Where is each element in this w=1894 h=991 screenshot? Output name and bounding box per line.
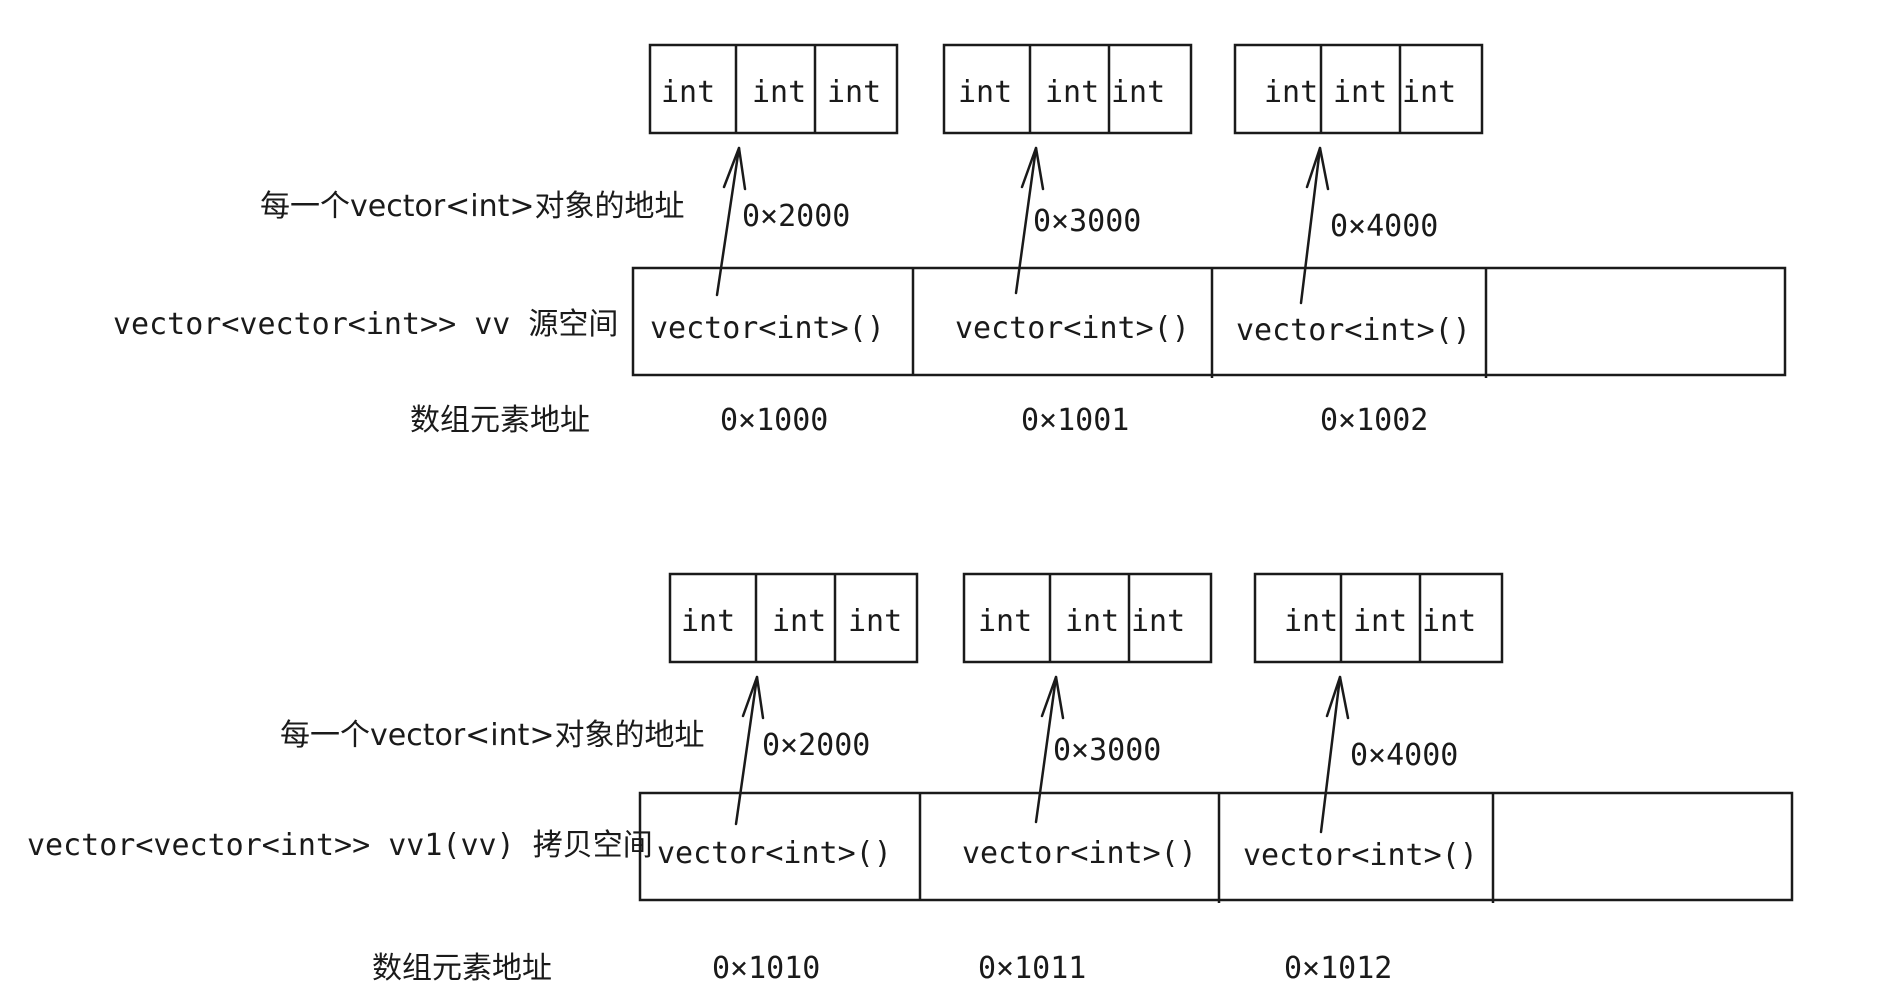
- int-cell: int: [1422, 604, 1476, 639]
- pointer-address: 0×2000: [762, 728, 870, 763]
- element-cell: vector<int>(): [1243, 838, 1478, 873]
- index-label: 数组元素地址: [410, 403, 590, 438]
- pointer-label: 每一个vector<int>对象的地址: [260, 189, 685, 224]
- int-group-box: [1253, 572, 1504, 664]
- arrow-icon: [1299, 146, 1330, 305]
- pointer-label: 每一个vector<int>对象的地址: [280, 718, 705, 753]
- element-cell: vector<int>(): [657, 836, 892, 871]
- pointer-address: 0×4000: [1330, 209, 1438, 244]
- pointer-address: 0×2000: [742, 199, 850, 234]
- element-address: 0×1002: [1320, 403, 1428, 438]
- int-group-box: [1233, 43, 1484, 135]
- int-cell: int: [661, 75, 715, 110]
- row-label: vector<vector<int>> vv 源空间: [113, 307, 618, 342]
- arrow-icon: [1034, 675, 1065, 824]
- element-cell: vector<int>(): [955, 311, 1190, 346]
- element-address: 0×1001: [1021, 403, 1129, 438]
- int-cell: int: [1045, 75, 1099, 110]
- pointer-address: 0×3000: [1033, 204, 1141, 239]
- int-cell: int: [958, 75, 1012, 110]
- int-cell: int: [772, 604, 826, 639]
- element-cell: vector<int>(): [650, 311, 885, 346]
- arrow-icon: [734, 675, 765, 826]
- source-int-group-3: int int int: [1233, 43, 1484, 135]
- pointer-address: 0×4000: [1350, 738, 1458, 773]
- element-cell: vector<int>(): [962, 836, 1197, 871]
- int-cell: int: [978, 604, 1032, 639]
- source-int-group-2: int int int: [942, 43, 1193, 135]
- source-int-group-1: int int int: [648, 43, 899, 135]
- pointer-address: 0×3000: [1053, 733, 1161, 768]
- element-array-box: [638, 791, 1794, 902]
- int-cell: int: [1284, 604, 1338, 639]
- int-group-box: [668, 572, 919, 664]
- element-address: 0×1012: [1284, 951, 1392, 986]
- int-cell: int: [1264, 75, 1318, 110]
- int-cell: int: [1131, 604, 1185, 639]
- int-cell: int: [1333, 75, 1387, 110]
- copy-int-group-2: int int int: [962, 572, 1213, 664]
- source-section: int int int int int int int int int 每一个v…: [113, 43, 1787, 438]
- int-group-box: [962, 572, 1213, 664]
- row-label: vector<vector<int>> vv1(vv) 拷贝空间: [27, 828, 653, 863]
- index-label: 数组元素地址: [372, 951, 552, 986]
- element-cell: vector<int>(): [1236, 313, 1471, 348]
- source-element-array: vector<int>() vector<int>() vector<int>(…: [631, 266, 1787, 378]
- element-array-box: [631, 266, 1787, 377]
- arrow-icon: [715, 146, 747, 297]
- copy-element-array: vector<int>() vector<int>() vector<int>(…: [638, 791, 1794, 903]
- int-cell: int: [752, 75, 806, 110]
- element-address: 0×1000: [720, 403, 828, 438]
- int-cell: int: [827, 75, 881, 110]
- int-group-box: [942, 43, 1193, 135]
- copy-int-group-1: int int int: [668, 572, 919, 664]
- int-cell: int: [1111, 75, 1165, 110]
- int-group-box: [648, 43, 899, 135]
- int-cell: int: [681, 604, 735, 639]
- int-cell: int: [1065, 604, 1119, 639]
- element-address: 0×1010: [712, 951, 820, 986]
- element-address: 0×1011: [978, 951, 1086, 986]
- copy-int-group-3: int int int: [1253, 572, 1504, 664]
- arrow-icon: [1319, 675, 1350, 834]
- int-cell: int: [1353, 604, 1407, 639]
- copy-section: int int int int int int int int int 每一个v…: [27, 572, 1794, 986]
- int-cell: int: [1402, 75, 1456, 110]
- int-cell: int: [848, 604, 902, 639]
